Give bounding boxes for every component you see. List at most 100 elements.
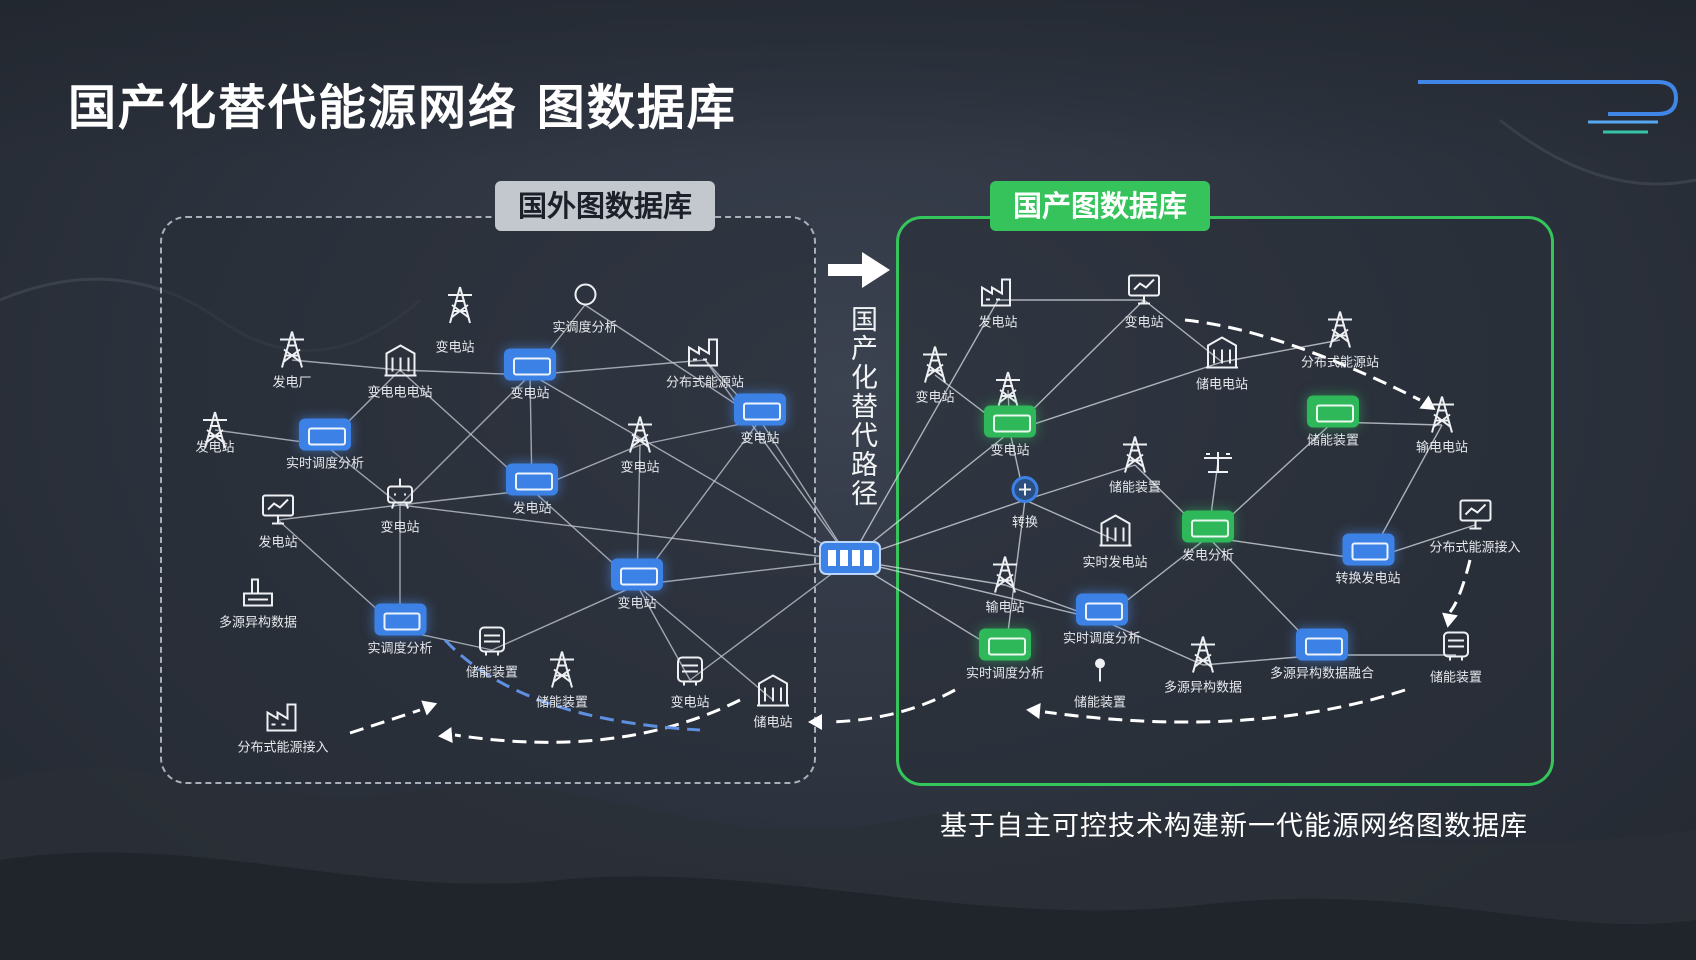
node-label: 变电站 (380, 520, 420, 536)
tower-icon (280, 331, 304, 368)
graph-node[interactable]: 发电站 (506, 463, 558, 517)
node-label: 发电分析 (1181, 548, 1235, 564)
graph-node[interactable] (440, 285, 480, 325)
migration-path-label: 国产化替代路径 (846, 305, 877, 508)
graph-node[interactable]: 多源异构数据 (1164, 635, 1242, 696)
graph-node[interactable]: 变电站 (984, 405, 1036, 459)
building-icon (383, 344, 416, 377)
graph-node[interactable] (988, 370, 1028, 410)
graph-node[interactable] (1198, 442, 1238, 482)
graph-node[interactable]: 变电站 (504, 348, 556, 402)
tower-icon (549, 651, 574, 688)
robot-icon (387, 478, 413, 509)
graph-node[interactable]: 储能装置 (1074, 650, 1126, 711)
blue-badge-icon (1341, 533, 1394, 566)
blue-badge-icon (1075, 593, 1128, 626)
graph-node[interactable]: 分布式能源接入 (237, 695, 329, 756)
graph-node[interactable]: 输电电站 (1416, 395, 1468, 456)
graph-node[interactable]: 变电站 (380, 475, 420, 536)
blue-badge-icon (1295, 628, 1348, 661)
graph-node[interactable]: 储能装置 (1430, 625, 1482, 686)
graph-node[interactable]: 变电站 (620, 415, 660, 476)
hub-edge (636, 559, 851, 586)
graph-node[interactable]: 变电站 (1124, 270, 1164, 331)
graph-node[interactable]: 分布式能源站 (666, 330, 744, 391)
graph-node[interactable]: 储能装置 (536, 650, 588, 711)
graph-node[interactable]: 发电站 (195, 435, 234, 456)
graph-node[interactable]: 变电站 (670, 650, 710, 711)
graph-node[interactable]: 分布式能源接入 (1429, 495, 1521, 556)
graph-node[interactable]: 储电电站 (1196, 332, 1248, 393)
graph-node[interactable]: 储能装置 (1109, 435, 1161, 496)
flow-arrow (454, 698, 741, 744)
graph-node[interactable]: 储能装置 (466, 620, 518, 681)
tower-icon (203, 411, 227, 449)
graph-node[interactable]: 变电站 (435, 335, 474, 356)
graph-edge (1207, 536, 1369, 561)
node-label: 储电电站 (1195, 377, 1249, 393)
monitor-icon (1458, 499, 1491, 530)
factory-icon (981, 278, 1011, 307)
tower-icon (628, 416, 652, 453)
monitor-icon (262, 494, 294, 525)
graph-node[interactable]: 变电电电站 (367, 340, 433, 401)
graph-node[interactable]: 多源异构数据融合 (1270, 628, 1374, 682)
hub-edge (759, 419, 851, 561)
node-label: 多源异构数据 (218, 615, 298, 631)
factory-icon (265, 703, 296, 732)
node-label: 实调度分析 (552, 320, 618, 336)
node-label: 实时调度分析 (285, 456, 365, 472)
graph-node[interactable]: 储电站 (753, 670, 793, 731)
hub-edge (704, 359, 851, 561)
graph-node[interactable]: 多源异构数据 (219, 570, 297, 631)
graph-node[interactable]: 储能装置 (1306, 395, 1359, 449)
graph-node[interactable]: 变电站 (734, 393, 786, 447)
node-label: 变电站 (617, 596, 657, 612)
page-subtitle: 基于自主可控技术构建新一代能源网络图数据库 (940, 811, 1528, 842)
graph-node[interactable]: 发电站 (258, 490, 298, 551)
graph-node[interactable]: 实时调度分析 (1063, 593, 1141, 647)
arrow-head (1026, 703, 1041, 719)
hub-edge (689, 559, 851, 681)
node-label: 变电站 (1124, 315, 1164, 331)
tower-icon (1122, 436, 1147, 473)
graph-node[interactable]: 分布式能源站 (1301, 310, 1379, 371)
node-label: 分布式能源站 (665, 375, 745, 391)
domestic-graphdb-panel (896, 216, 1554, 786)
tower-icon (923, 346, 947, 383)
blue-badge-icon (506, 463, 558, 496)
graph-edge (636, 419, 761, 586)
graph-node[interactable]: 转换发电站 (1335, 533, 1401, 587)
blue-badge-icon (611, 558, 663, 591)
blue-badge-icon (734, 393, 786, 426)
graph-edge (1009, 361, 1223, 433)
node-label: 变电站 (510, 386, 550, 402)
node-label: 变电站 (620, 460, 660, 476)
graph-edge (277, 504, 401, 521)
flow-arrow (1184, 318, 1421, 402)
graph-node[interactable] (195, 410, 235, 450)
graph-edge (291, 359, 401, 371)
graph-node[interactable]: 实调度分析 (552, 275, 618, 336)
node-label: 实时调度分析 (965, 666, 1045, 682)
node-label: 发电厂 (272, 375, 312, 391)
graph-node[interactable]: 发电厂 (272, 330, 312, 391)
graph-node[interactable]: 发电分析 (1181, 510, 1235, 564)
hub-edge (849, 431, 1011, 561)
graph-node[interactable]: 变电站 (611, 558, 663, 612)
node-label: 储能装置 (465, 665, 519, 681)
hub-edge (531, 374, 851, 561)
graph-node[interactable]: 输电站 (985, 555, 1025, 616)
node-label: 多源异构数据 (1163, 680, 1243, 696)
graph-node[interactable]: 变电站 (915, 345, 955, 406)
graph-node[interactable]: 实时调度分析 (285, 418, 365, 472)
plug-icon (1011, 476, 1039, 503)
graph-node[interactable]: 实时调度分析 (965, 628, 1045, 682)
graph-node[interactable]: 发电站 (978, 270, 1018, 331)
tower-icon (993, 556, 1017, 593)
graph-node[interactable]: 转换 (1005, 470, 1045, 531)
device-icon (1442, 631, 1469, 661)
graph-node[interactable]: 实调度分析 (367, 603, 433, 657)
graph-node[interactable]: 实时发电站 (1082, 510, 1148, 571)
database-hub (818, 536, 882, 584)
